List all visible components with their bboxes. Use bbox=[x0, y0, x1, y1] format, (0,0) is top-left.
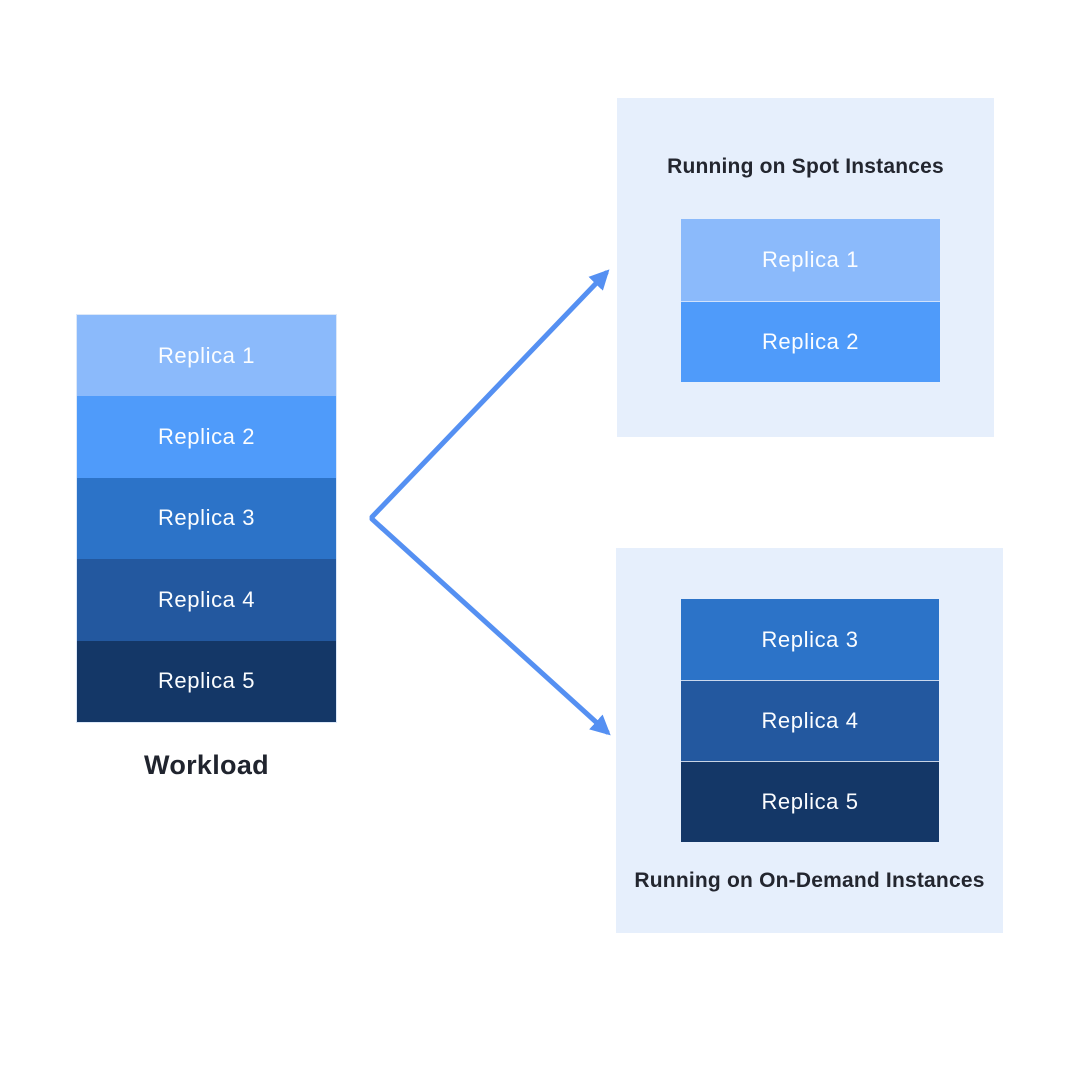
arrow-to-spot-icon bbox=[369, 269, 610, 520]
replica-block: Replica 5 bbox=[681, 761, 939, 842]
replica-label: Replica 4 bbox=[157, 586, 256, 612]
on-demand-replica-stack: Replica 3 Replica 4 Replica 5 bbox=[681, 599, 939, 842]
spot-panel-title: Running on Spot Instances bbox=[667, 155, 944, 178]
replica-block: Replica 1 bbox=[681, 219, 940, 301]
replica-label: Replica 1 bbox=[761, 246, 860, 272]
replica-block: Replica 4 bbox=[681, 680, 939, 761]
replica-label: Replica 2 bbox=[157, 424, 256, 450]
spot-instances-panel: Running on Spot Instances Replica 1 Repl… bbox=[617, 98, 994, 437]
replica-label: Replica 3 bbox=[157, 505, 256, 531]
on-demand-panel-title: Running on On-Demand Instances bbox=[634, 869, 985, 892]
replica-label: Replica 2 bbox=[761, 328, 860, 354]
replica-label: Replica 3 bbox=[761, 626, 859, 652]
replica-label: Replica 4 bbox=[761, 708, 859, 733]
replica-block: Replica 2 bbox=[77, 396, 336, 478]
replica-block: Replica 5 bbox=[77, 640, 336, 722]
on-demand-instances-panel: Replica 3 Replica 4 Replica 5 Running on… bbox=[616, 548, 1003, 933]
spot-replica-stack: Replica 1 Replica 2 bbox=[681, 219, 940, 382]
workload-stack: Replica 1 Replica 2 Replica 3 Replica 4 … bbox=[77, 315, 336, 722]
replica-label: Replica 5 bbox=[761, 789, 859, 814]
workload-title: Workload bbox=[144, 750, 269, 780]
replica-block: Replica 3 bbox=[681, 599, 939, 680]
replica-block: Replica 3 bbox=[77, 477, 336, 560]
replica-label: Replica 1 bbox=[157, 342, 256, 368]
arrow-to-on-demand-icon bbox=[369, 516, 611, 736]
replica-block: Replica 1 bbox=[77, 315, 336, 397]
replica-block: Replica 4 bbox=[77, 559, 336, 641]
replica-block: Replica 2 bbox=[681, 300, 940, 382]
replica-label: Replica 5 bbox=[157, 668, 256, 694]
